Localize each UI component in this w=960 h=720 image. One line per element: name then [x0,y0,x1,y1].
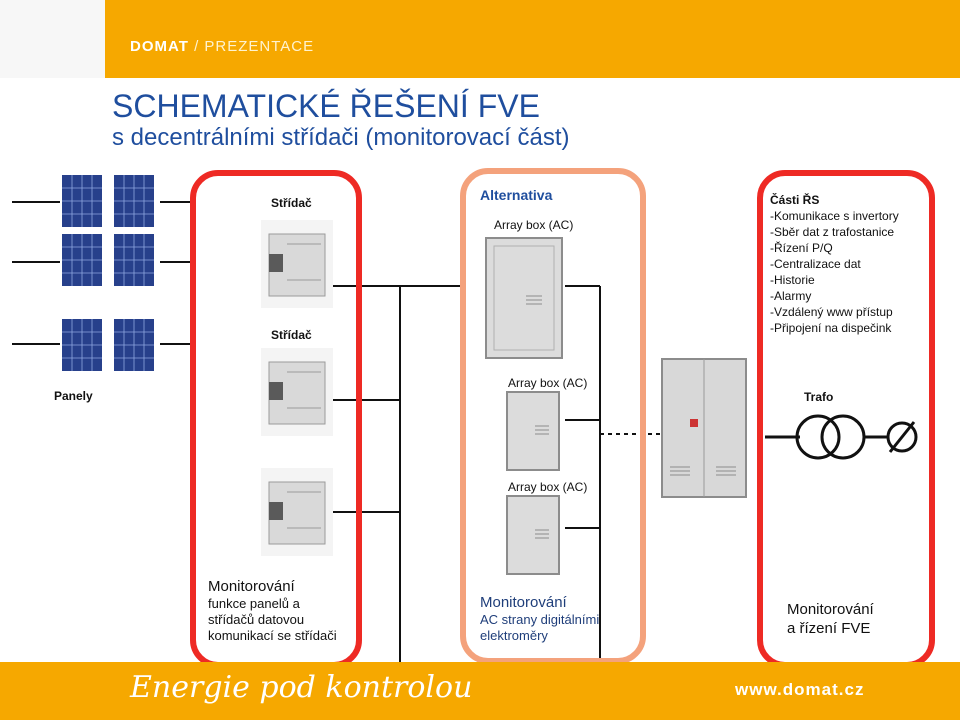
control-part-item: -Komunikace s invertory [770,209,899,223]
solar-panel-icon [114,234,154,286]
monitoring-inverters-line-2: střídačů datovou [208,612,305,627]
solar-panel-icon [62,234,102,286]
footer-slogan: Energie pod kontrolou [130,670,473,705]
array-box-cabinet-icon [506,495,560,575]
brand-name: DOMAT [130,38,189,55]
ac-frame [460,168,646,664]
array-box-label-3: Array box (AC) [508,480,588,494]
monitoring-ac-line-2: elektroměry [480,628,548,643]
monitoring-inverters-title: Monitorování [208,578,295,595]
monitoring-inverters-line-3: komunikací se střídači [208,628,337,643]
slide-title: SCHEMATICKÉ ŘEŠENÍ FVE [112,88,540,124]
switchgear-cabinet-icon [661,358,747,498]
header-band [105,0,960,78]
array-box-label-1: Array box (AC) [494,218,574,232]
control-part-item: -Sběr dat z trafostanice [770,225,895,239]
monitoring-ac-line-1: AC strany digitálními [480,612,600,627]
control-part-item: -Řízení P/Q [770,241,833,255]
inverter-icon [261,348,333,436]
solar-panel-icon [114,319,154,371]
monitoring-control-title: Monitorování [787,601,874,618]
transformer-label: Trafo [804,390,834,404]
solar-panel-icon [114,175,154,227]
inverter-label-mid: Střídač [271,328,312,342]
footer-url[interactable]: www.domat.cz [735,680,865,699]
solar-panel-icon [62,175,102,227]
panels-label: Panely [54,389,93,403]
inverter-icon [261,468,333,556]
header-brand: DOMAT / PREZENTACE [130,38,314,55]
inverter-icon [261,220,333,308]
control-parts-title: Části ŘS [770,193,820,207]
control-part-item: -Alarmy [770,289,812,303]
monitoring-inverters-line-1: funkce panelů a [208,596,300,611]
alternative-label: Alternativa [480,187,553,203]
array-box-cabinet-icon [485,237,563,359]
monitoring-ac-title: Monitorování [480,594,567,611]
array-box-label-2: Array box (AC) [508,376,588,390]
control-part-item: -Vzdálený www přístup [770,305,893,319]
control-part-item: -Připojení na dispečink [770,321,892,335]
inverter-label-top: Střídač [271,196,312,210]
solar-panel-icon [62,319,102,371]
footer-bar [0,662,960,720]
slide-subtitle: s decentrálními střídači (monitorovací č… [112,124,570,151]
monitoring-control-line-2: a řízení FVE [787,620,871,637]
control-part-item: -Historie [770,273,815,287]
brand-section: / PREZENTACE [194,38,315,55]
control-part-item: -Centralizace dat [770,257,861,271]
array-box-cabinet-icon [506,391,560,471]
